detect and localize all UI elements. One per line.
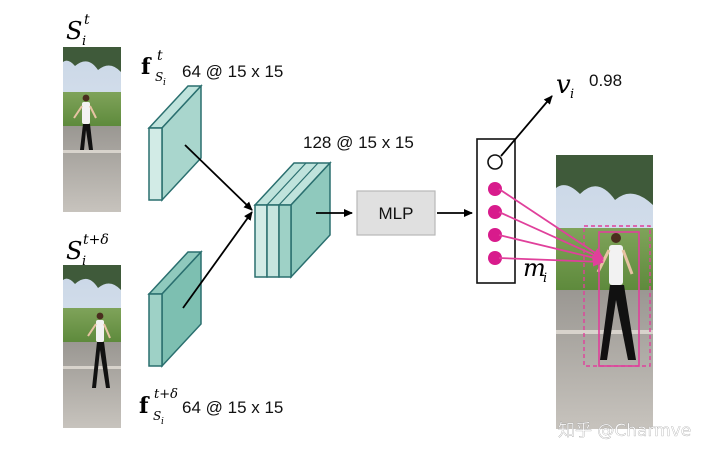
visibility-node — [487, 154, 503, 170]
frame-top-label-sup: t — [84, 12, 90, 28]
frame-top-label: S i t — [66, 12, 90, 49]
feature-bottom-sub-sub: i — [161, 417, 164, 427]
concat-feature-map — [253, 161, 332, 279]
frame-bottom-label-base: S — [66, 237, 82, 265]
feature-bottom-sup: t+δ — [154, 387, 178, 402]
visibility-label: v i 0.98 — [556, 70, 622, 102]
keypoint-node-2 — [488, 205, 502, 219]
output-vector — [476, 138, 516, 284]
frame-bottom-image — [63, 265, 121, 428]
frame-bottom-label-sup: t+δ — [83, 232, 109, 248]
visibility-sub: i — [570, 87, 574, 102]
person-bbox — [598, 231, 640, 367]
mask-sub: i — [543, 271, 547, 286]
arrow-to-visibility — [500, 95, 553, 157]
mask-symbol: m — [523, 254, 546, 282]
feature-map-top — [147, 84, 203, 202]
feature-bottom-symbol: f — [139, 393, 150, 419]
frame-top-label-base: S — [66, 17, 82, 45]
frame-top-label-sub: i — [82, 34, 86, 49]
keypoint-arrow-2 — [498, 211, 604, 260]
feature-top-sup: t — [157, 48, 163, 64]
frame-output-image — [556, 155, 653, 429]
mlp-label: MLP — [379, 204, 414, 223]
arrow-bottom-to-concat — [182, 211, 253, 309]
feature-bottom-dims: 64 @ 15 x 15 — [182, 398, 283, 417]
feature-top-sub-base: S — [155, 70, 163, 84]
frame-bottom-label-sub: i — [82, 254, 86, 269]
frame-top-image — [63, 47, 121, 212]
visibility-value: 0.98 — [589, 71, 622, 90]
concat-dims: 128 @ 15 x 15 — [303, 133, 414, 152]
keypoint-node-4 — [488, 251, 502, 265]
feature-top-symbol: f — [141, 54, 152, 80]
feature-map-bottom — [147, 250, 203, 368]
frame-bottom-label: S i t+δ — [66, 232, 109, 269]
feature-bottom-sub-base: S — [153, 409, 161, 423]
arrow-top-to-concat — [184, 144, 253, 211]
visibility-symbol: v — [556, 70, 571, 100]
keypoint-arrow-1 — [498, 188, 604, 259]
keypoint-node-3 — [488, 228, 502, 242]
keypoint-arrow-3 — [498, 234, 604, 263]
watermark-text: 知乎 @Charmve — [558, 421, 691, 441]
feature-top-label: f S i t 64 @ 15 x 15 — [141, 48, 283, 88]
mlp-box: MLP — [356, 190, 436, 236]
feature-top-dims: 64 @ 15 x 15 — [182, 62, 283, 81]
feature-top-sub-sub: i — [163, 78, 166, 88]
keypoint-node-1 — [488, 182, 502, 196]
mask-label: m i — [523, 254, 547, 286]
feature-bottom-label: f S i t+δ 64 @ 15 x 15 — [139, 387, 283, 427]
keypoint-arrow-4 — [498, 256, 604, 267]
